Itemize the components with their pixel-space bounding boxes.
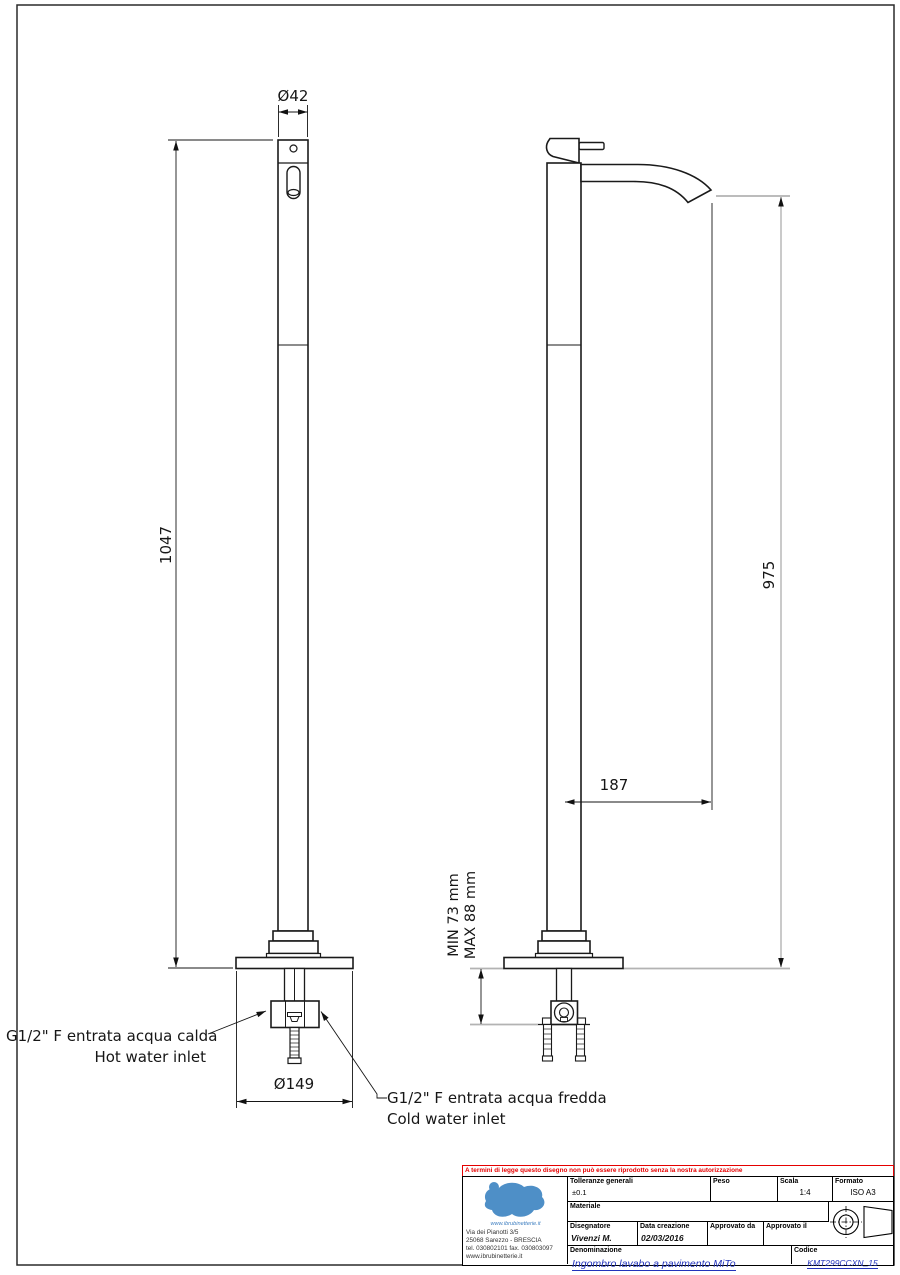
side-inlet-port-inner <box>558 1007 570 1018</box>
hot-water-callout-it: G1/2" F entrata acqua calda <box>6 1027 218 1045</box>
cold-leader-line <box>320 1011 387 1099</box>
front-step-narrow <box>272 930 314 942</box>
denominazione-cell: Denominazione Ingombro lavabo a paviment… <box>568 1246 792 1271</box>
side-anchor-foot-left <box>541 1055 554 1062</box>
disegnatore-cell: Disegnatore Vivenzi M. <box>568 1222 638 1246</box>
dim-spout-height: 975 <box>760 560 778 590</box>
denominazione-label: Denominazione <box>570 1247 622 1254</box>
dim-floor-gap: MIN 73 mm MAX 88 mm <box>446 845 480 985</box>
projection-symbol-cell <box>829 1202 893 1246</box>
peso-cell: Peso <box>711 1177 778 1202</box>
data-creazione-value: 02/03/2016 <box>641 1233 684 1243</box>
first-angle-projection-icon <box>830 1205 893 1239</box>
company-address-1: Via dei Pianotti 3/5 <box>466 1229 519 1236</box>
company-address-2: 25068 Sarezzo - BRESCIA <box>466 1237 542 1244</box>
sheet-border <box>16 4 895 1266</box>
codice-value-wrap: KMT299CCXN_15 <box>792 1258 893 1269</box>
side-step-narrow <box>541 930 587 942</box>
dim-floor-gap-min: MIN 73 mm <box>446 873 462 957</box>
side-lever-body <box>545 137 580 165</box>
side-inlet-tube <box>555 967 573 1002</box>
data-creazione-label: Data creazione <box>640 1223 690 1230</box>
approvato-il-label: Approvato il <box>766 1223 807 1230</box>
dimension-arrows <box>173 109 784 1105</box>
tolleranze-label: Tolleranze generali <box>570 1178 633 1185</box>
approvato-il-cell: Approvato il <box>764 1222 829 1246</box>
materiale-label: Materiale <box>570 1203 601 1210</box>
dim-base-diameter: Ø149 <box>273 1075 315 1093</box>
front-step-wide <box>268 940 319 955</box>
formato-label: Formato <box>835 1178 863 1185</box>
scala-cell: Scala 1:4 <box>778 1177 833 1202</box>
title-block-grid: www.ibrubinetterie.it Via dei Pianotti 3… <box>462 1176 894 1271</box>
cold-water-callout: G1/2" F entrata acqua fredda Cold water … <box>387 1088 627 1130</box>
front-base-plate <box>235 956 354 970</box>
peso-label: Peso <box>713 1178 730 1185</box>
side-anchor-foot-right <box>574 1055 587 1062</box>
front-rod-foot <box>287 1057 302 1065</box>
formato-cell: Formato ISO A3 <box>833 1177 893 1202</box>
hot-water-callout: G1/2" F entrata acqua calda Hot water in… <box>6 1026 218 1068</box>
tolleranze-value: ±0.1 <box>572 1188 587 1197</box>
cold-water-callout-it: G1/2" F entrata acqua fredda <box>387 1089 607 1107</box>
codice-cell: Codice KMT299CCXN_15 <box>792 1246 893 1269</box>
front-view <box>235 139 354 1065</box>
side-column <box>546 162 582 932</box>
front-spout-outlet <box>287 188 300 197</box>
dim-spout-reach: 187 <box>599 776 629 794</box>
dim-total-height: 1047 <box>157 525 175 565</box>
denominazione-value: Ingombro lavabo a pavimento MiTo <box>572 1258 736 1271</box>
company-logo <box>484 1182 545 1217</box>
hot-leader-line <box>207 1010 267 1035</box>
data-creazione-cell: Data creazione 02/03/2016 <box>638 1222 708 1246</box>
approvato-da-cell: Approvato da <box>708 1222 764 1246</box>
scala-value: 1:4 <box>799 1188 811 1197</box>
front-lever-pin <box>289 144 298 153</box>
disegnatore-label: Disegnatore <box>570 1223 611 1230</box>
company-cell: www.ibrubinetterie.it Via dei Pianotti 3… <box>463 1177 568 1264</box>
formato-value: ISO A3 <box>850 1188 876 1197</box>
logo-caption: www.ibrubinetterie.it <box>490 1221 541 1227</box>
codice-value: KMT299CCXN_15 <box>807 1258 878 1269</box>
company-website: www.ibrubinetterie.it <box>466 1253 523 1260</box>
disegnatore-value: Vivenzi M. <box>571 1233 612 1243</box>
side-view <box>503 137 713 1062</box>
tolleranze-cell: Tolleranze generali ±0.1 <box>568 1177 711 1202</box>
scala-label: Scala <box>780 1178 799 1185</box>
side-base-plate <box>503 956 624 970</box>
side-spout <box>580 163 713 204</box>
dim-top-diameter: Ø42 <box>277 87 309 105</box>
side-lever-rod <box>578 141 605 151</box>
materiale-cell: Materiale <box>568 1202 829 1222</box>
title-block: A termini di legge questo disegno non pu… <box>462 1165 894 1271</box>
front-column <box>277 139 309 932</box>
company-address-3: tel. 030802101 fax. 030803097 <box>466 1245 553 1252</box>
side-step-wide <box>537 940 591 955</box>
hot-water-callout-en: Hot water inlet <box>94 1048 206 1066</box>
gray-reference-lines <box>470 195 790 1026</box>
dim-floor-gap-max: MAX 88 mm <box>463 870 479 960</box>
codice-label: Codice <box>794 1247 818 1254</box>
approvato-da-label: Approvato da <box>710 1223 756 1230</box>
cold-water-callout-en: Cold water inlet <box>387 1110 506 1128</box>
